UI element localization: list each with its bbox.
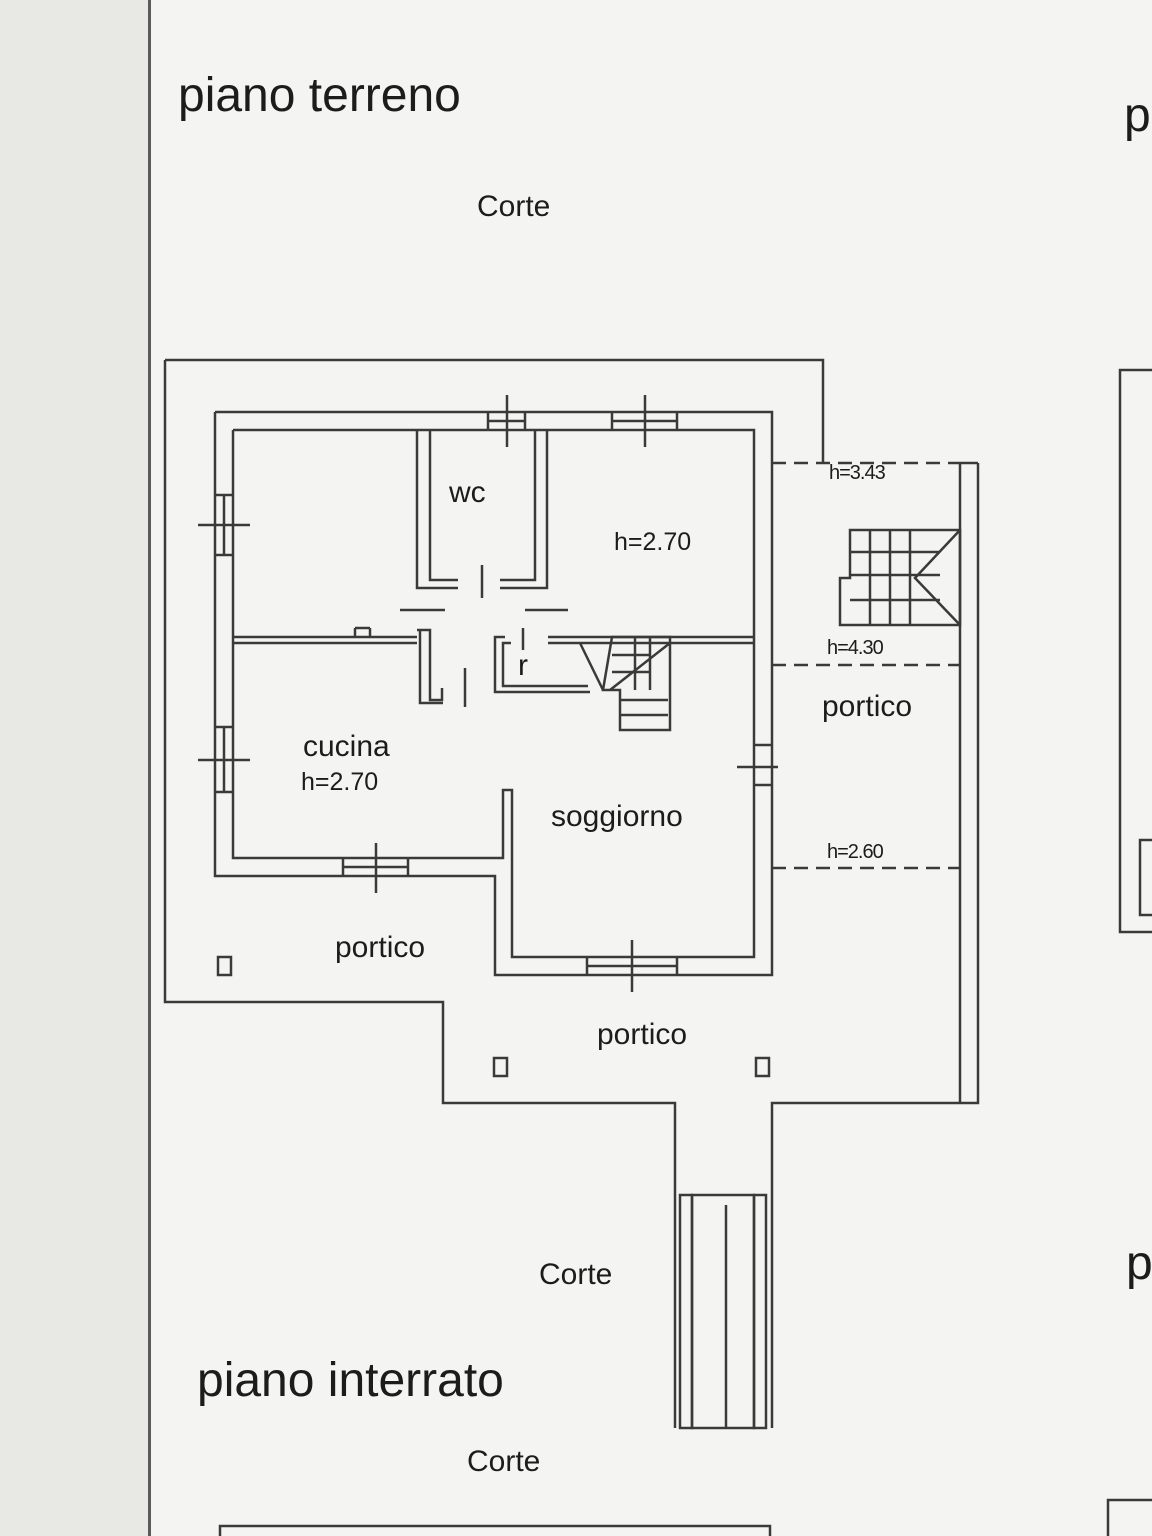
ground-floor-title: piano terreno [178,69,461,122]
house-inner-wall [231,428,756,959]
house-outer-wall [213,410,774,977]
portico-east-label: portico [822,690,913,723]
wc-label: wc [449,476,486,509]
height-label-430: h=4.30 [827,637,884,659]
page-edge-shadow [148,0,151,1536]
wc-wall-east [500,430,549,590]
cucina-height-label: h=2.70 [301,768,379,796]
cut-off-title-top: p [1124,89,1151,142]
wc-wall-west [415,430,458,590]
portico-west-label: portico [335,931,426,964]
cut-off-title-bottom: p [1126,1237,1152,1290]
garden-stair [690,1193,756,1430]
ripostiglio-label: r [518,649,528,682]
soggiorno-label: soggiorno [551,800,683,833]
floor-plan-sheet [151,0,1152,1536]
column [492,1056,509,1078]
column [216,955,233,977]
courtyard-label-mid: Corte [539,1258,613,1291]
portico-boundary [165,358,825,463]
basement-title: piano interrato [197,1354,504,1407]
height-label-343: h=3.43 [829,462,886,484]
cucina-label: cucina [303,730,390,763]
portico-boundary-west [163,360,677,1428]
height-label-260: h=2.60 [827,841,884,863]
external-stair-portico [838,528,962,627]
column [754,1056,771,1078]
portico-boundary-east [770,463,980,1428]
portico-south-label: portico [597,1018,688,1051]
closet-wall [493,635,590,694]
room-ne-height-label: h=2.70 [614,528,692,556]
courtyard-label-top: Corte [477,190,551,223]
next-plan-fragment-bottom [1106,1498,1152,1536]
next-plan-fragment [1118,368,1152,934]
courtyard-label-bottom: Corte [467,1445,541,1478]
adjacent-page [0,0,150,1536]
